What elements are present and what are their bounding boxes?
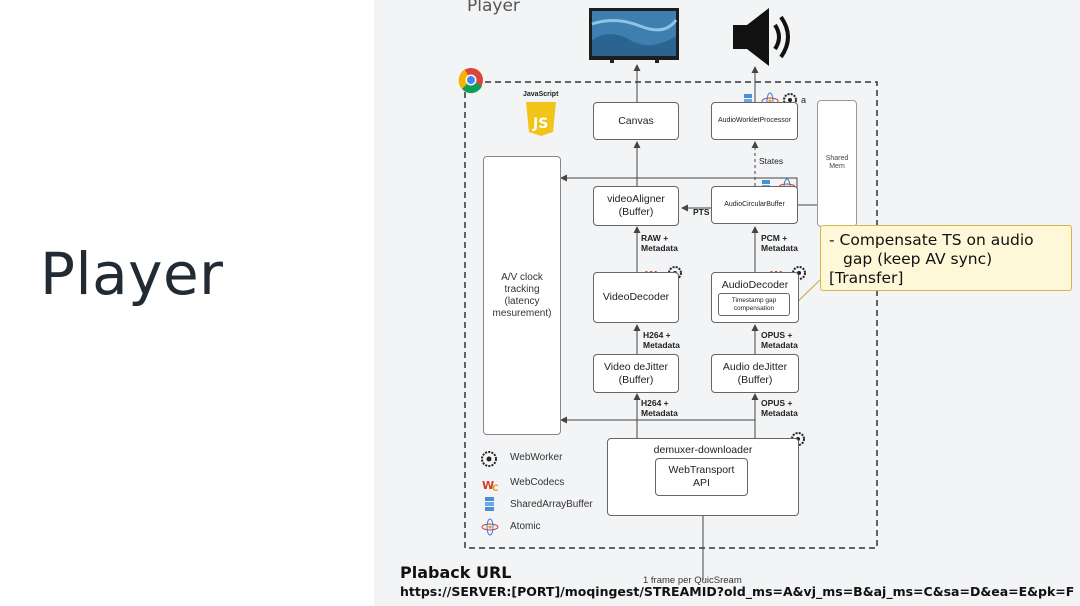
legend-webcodecs-icon: WC bbox=[482, 479, 499, 494]
timestamp-gap-box: Timestamp gap compensation bbox=[718, 293, 790, 316]
tv-icon bbox=[589, 8, 679, 63]
callout-line-1: - Compensate TS on audio bbox=[829, 231, 1034, 249]
pts-label: PTS bbox=[693, 207, 710, 217]
video-decoder-box: VideoDecoder bbox=[593, 272, 679, 323]
webtransport-box: WebTransport API bbox=[655, 458, 748, 496]
opus-metadata-label-top: OPUS + Metadata bbox=[761, 330, 798, 351]
audio-circular-buffer-box: AudioCircularBuffer bbox=[711, 186, 798, 224]
opus-metadata-label-bottom: OPUS + Metadata bbox=[761, 398, 798, 419]
bottom-note: 1 frame per QuicSream bbox=[643, 575, 742, 586]
chrome-icon bbox=[458, 68, 483, 94]
legend-atomic-icon bbox=[481, 518, 499, 536]
video-aligner-box: videoAligner (Buffer) bbox=[593, 186, 679, 226]
legend-webworker-icon bbox=[481, 451, 497, 467]
speaker-icon bbox=[733, 8, 790, 66]
legend-webworker-label: WebWorker bbox=[510, 452, 563, 463]
playback-url: https://SERVER:[PORT]/moqingest/STREAMID… bbox=[400, 584, 1075, 599]
legend-webcodecs-label: WebCodecs bbox=[510, 477, 565, 488]
webworker-icon-worklet bbox=[783, 93, 797, 107]
raw-metadata-label: RAW + Metadata bbox=[641, 233, 678, 254]
audio-dejitter-box: Audio deJitter (Buffer) bbox=[711, 354, 799, 393]
states-label: States bbox=[759, 156, 784, 166]
callout-line-3: [Transfer] bbox=[829, 269, 904, 287]
browser-boundary bbox=[464, 81, 878, 549]
javascript-label: JavaScript bbox=[523, 91, 559, 98]
legend-sharedarraybuffer-label: SharedArrayBuffer bbox=[510, 499, 593, 510]
worklet-mark: a bbox=[801, 95, 807, 105]
svg-text:W: W bbox=[482, 479, 494, 492]
callout-line-2: gap (keep AV sync) bbox=[843, 250, 993, 268]
av-clock-box: A/V clock tracking (latency mesurement) bbox=[483, 156, 561, 435]
url-title: Plaback URL bbox=[400, 563, 512, 582]
callout-note: - Compensate TS on audio gap (keep AV sy… bbox=[820, 225, 1072, 291]
h264-metadata-label-bottom: H264 + Metadata bbox=[641, 398, 678, 419]
slide-title: Player bbox=[40, 240, 224, 308]
video-dejitter-box: Video deJitter (Buffer) bbox=[593, 354, 679, 393]
panel-title: Player bbox=[467, 0, 520, 16]
h264-metadata-label-top: H264 + Metadata bbox=[643, 330, 680, 351]
javascript-icon: JS bbox=[526, 102, 556, 136]
audio-worklet-box: AudioWorkletProcessor bbox=[711, 102, 798, 140]
legend-sharedarraybuffer-icon bbox=[485, 497, 494, 511]
canvas-box: Canvas bbox=[593, 102, 679, 140]
svg-text:C: C bbox=[492, 484, 499, 494]
shared-mem-box: Shared Mem bbox=[817, 100, 857, 227]
svg-text:JS: JS bbox=[532, 116, 548, 132]
legend-atomic-label: Atomic bbox=[510, 521, 541, 532]
pcm-metadata-label: PCM + Metadata bbox=[761, 233, 798, 254]
